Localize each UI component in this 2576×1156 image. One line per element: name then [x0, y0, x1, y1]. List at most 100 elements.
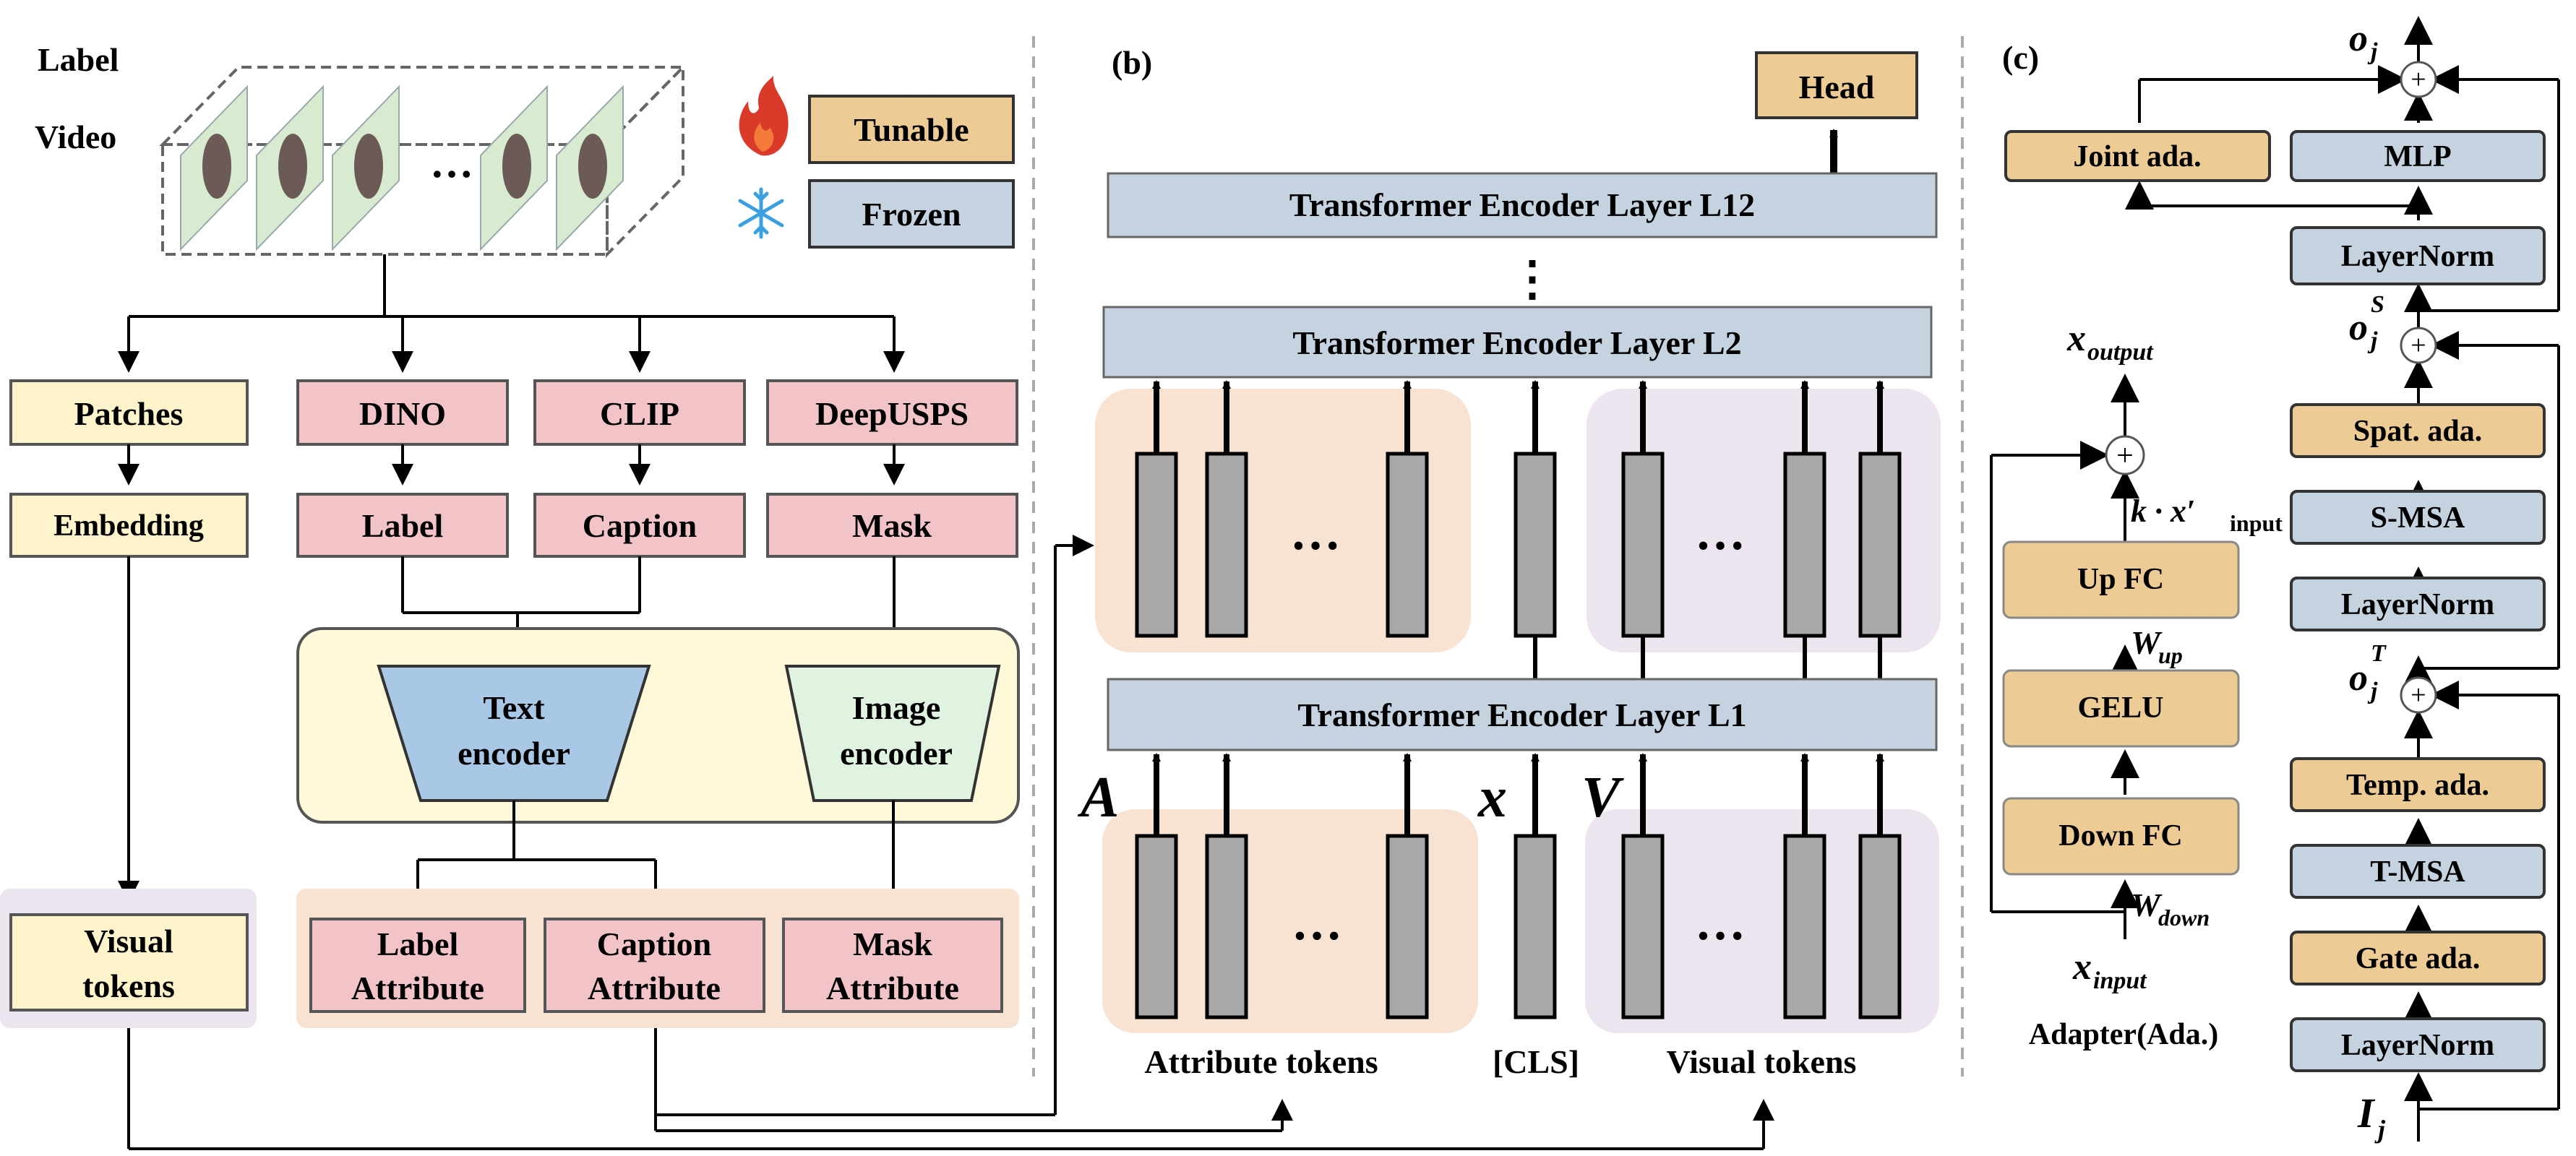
- text-encoder-label-1: Text: [483, 689, 545, 726]
- add-node-1: +: [2400, 61, 2437, 98]
- upper-token-bar-2: [1205, 452, 1248, 638]
- smsa-box: [2290, 490, 2546, 545]
- lower-token-bar-4: [1514, 834, 1557, 1019]
- layer-l12-label: Transformer Encoder Layer L12: [1289, 186, 1755, 223]
- lower-vis-ellipsis: …: [1695, 895, 1746, 951]
- lower-token-bar-2: [1205, 834, 1248, 1019]
- image-encoder-label-1: Image: [852, 689, 941, 726]
- cls-caption: [CLS]: [1493, 1043, 1579, 1080]
- image-encoder: [784, 665, 1001, 802]
- lower-visual-group: [1585, 809, 1939, 1033]
- svg-text:+: +: [2410, 64, 2426, 95]
- x-input-label: x: [2072, 946, 2092, 988]
- snowflake-icon: [738, 187, 784, 239]
- legend-tunable-label: Tunable: [854, 111, 969, 148]
- temp-ada-label: Temp. ada.: [2346, 769, 2489, 802]
- label-attribute-box: [309, 918, 526, 1013]
- merge-lines: [118, 556, 905, 902]
- svg-text:+: +: [2410, 680, 2426, 710]
- spat-ada-box: [2290, 403, 2546, 458]
- patches-label: Patches: [74, 395, 184, 432]
- layer-l12: [1107, 172, 1938, 238]
- k-sub: input: [2230, 510, 2283, 536]
- lower-attribute-group: [1102, 809, 1478, 1033]
- deepusps-box: [766, 379, 1018, 446]
- symbol-x: x: [1477, 766, 1507, 829]
- w-down-sub: down: [2158, 905, 2210, 931]
- temp-ada-box: [2290, 757, 2546, 812]
- x-output-label: x: [2066, 318, 2086, 359]
- video-branch-lines: [118, 254, 905, 373]
- label-label: Label: [362, 507, 443, 544]
- upper-token-bar-4: [1514, 452, 1557, 638]
- svg-text:+: +: [2410, 330, 2426, 361]
- upper-visual-group: [1587, 389, 1941, 652]
- mask-box: [766, 493, 1018, 558]
- smsa-label: S-MSA: [2371, 501, 2465, 535]
- ij-sub: j: [2374, 1115, 2386, 1144]
- mlp-label: MLP: [2384, 140, 2451, 173]
- x-input-sub: input: [2093, 967, 2147, 994]
- mask-attribute-box: [782, 918, 1003, 1013]
- w-down-label: W: [2131, 887, 2163, 923]
- layers-vdots: ⋮: [1508, 253, 1556, 306]
- patches-box: [9, 379, 249, 446]
- deepusps-label: DeepUSPS: [815, 395, 969, 432]
- text-encoder: [377, 665, 651, 802]
- layernorm2-box: [2290, 577, 2546, 631]
- upper-token-bars: [1135, 380, 1902, 679]
- legend-frozen-box: [808, 179, 1015, 249]
- tmsa-label: T-MSA: [2370, 855, 2465, 889]
- mask-attribute-label-2: Attribute: [826, 970, 959, 1006]
- gelu-label: GELU: [2077, 691, 2163, 725]
- oj-label: o: [2349, 18, 2368, 59]
- image-encoder-label-2: encoder: [840, 735, 953, 772]
- video-frame-5: [556, 85, 624, 251]
- panel-b: (b) Head Transformer Encoder Layer L12 ⋮…: [1077, 44, 1941, 1080]
- symbol-v: V: [1581, 766, 1624, 829]
- legend-frozen-label: Frozen: [862, 196, 961, 233]
- layernorm3-label: LayerNorm: [2341, 240, 2494, 273]
- video-ellipsis: …: [430, 139, 473, 186]
- down-fc-label: Down FC: [2058, 819, 2183, 853]
- upper-token-bar-6: [1783, 452, 1826, 638]
- mask-label: Mask: [852, 507, 932, 544]
- routing-lines: [127, 535, 1774, 1150]
- ojs-sup: S: [2371, 291, 2384, 318]
- row1-to-row2-arrows: [118, 444, 905, 486]
- gate-ada-box: [2290, 931, 2546, 985]
- w-up-sub: up: [2158, 642, 2183, 668]
- joint-ada-box: [2004, 130, 2271, 182]
- lower-token-bar-5: [1621, 834, 1665, 1019]
- adapter-caption: Adapter(Ada.): [2029, 1018, 2218, 1051]
- layernorm1-label: LayerNorm: [2341, 1029, 2494, 1062]
- panel-c-label: (c): [2002, 39, 2039, 76]
- mlp-box: [2290, 130, 2546, 182]
- upper-token-bar-3: [1386, 452, 1429, 638]
- spat-ada-label: Spat. ada.: [2353, 415, 2483, 448]
- dino-label: DINO: [359, 395, 446, 432]
- ojt-sup: T: [2371, 640, 2387, 667]
- ij-label: I: [2357, 1090, 2376, 1136]
- ojs-label: o: [2349, 307, 2368, 348]
- w-up-label: W: [2131, 624, 2163, 661]
- video-frame-1: [180, 85, 248, 251]
- upper-attribute-group: [1095, 389, 1471, 652]
- panel-a-label: Label: [38, 41, 119, 78]
- dino-box: [296, 379, 509, 446]
- gate-ada-label: Gate ada.: [2356, 942, 2481, 975]
- upper-token-bar-7: [1858, 452, 1902, 638]
- label-box: [296, 493, 509, 558]
- visual-tokens-caption: Visual tokens: [1667, 1043, 1857, 1080]
- down-fc-box: [2002, 797, 2240, 876]
- caption-box: [533, 493, 746, 558]
- caption-attribute-box: [544, 918, 765, 1013]
- ojs-sub: j: [2367, 327, 2378, 354]
- lower-attr-ellipsis: …: [1292, 895, 1342, 951]
- symbol-a: A: [1077, 766, 1119, 829]
- lower-token-bar-7: [1858, 834, 1902, 1019]
- video-frame-4: [480, 85, 548, 251]
- clip-label: CLIP: [600, 395, 679, 432]
- embedding-label: Embedding: [53, 509, 204, 543]
- visual-tokens-label-2: tokens: [82, 967, 175, 1004]
